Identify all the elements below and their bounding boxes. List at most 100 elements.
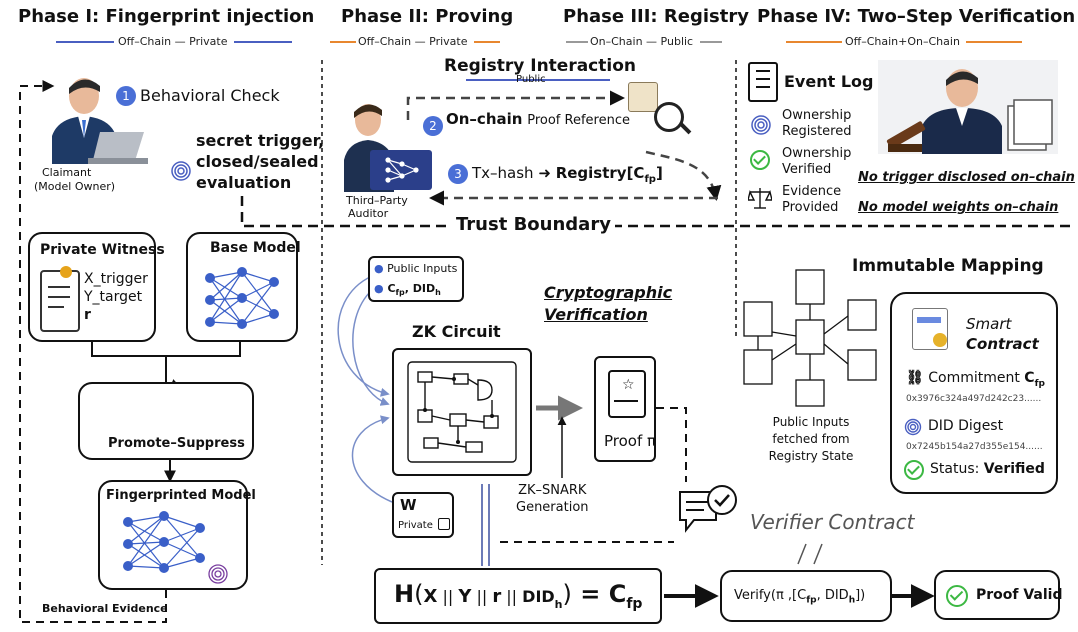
phase4-subtitle: Off–Chain+On–Chain: [845, 35, 960, 48]
registry-public-label: Public: [516, 74, 546, 85]
chain-link-icon: ⛓: [906, 370, 924, 386]
f-r: r: [492, 586, 502, 607]
document-key-icon: [40, 266, 80, 332]
commitment-label: Commitment: [928, 370, 1020, 386]
did-fingerprint-icon: [904, 418, 922, 436]
f-did: DID: [522, 587, 555, 606]
fingerprinted-model-box: Fingerprinted Model: [98, 480, 256, 590]
f-y: Y: [458, 586, 472, 607]
promote-suppress-box: Promote–Suppress: [78, 382, 254, 460]
event-registered-line1: Ownership: [782, 108, 852, 123]
secret-trigger-text: secret trigger, closed/sealed evaluation: [196, 130, 324, 193]
crypto-line1: Cryptographic: [544, 283, 673, 302]
proof-label: Proof π: [604, 432, 657, 450]
commitment-sym: C: [1024, 370, 1035, 386]
step3-txhash: Tx–hash: [472, 164, 534, 182]
auditor-icon: [340, 98, 434, 194]
witness-r: r: [84, 307, 91, 323]
step2-label: On–chain Proof Reference: [446, 110, 630, 128]
hash-formula: H(X || Y || r || DIDh) = Cfp: [394, 580, 642, 612]
claimant-label: Claimant: [42, 166, 92, 179]
f-c-sub: fp: [626, 595, 643, 612]
proof-valid-check-icon: [946, 585, 968, 607]
cfp-sub: fp: [395, 288, 405, 298]
step3-label: Tx–hash ➜ Registry[Cfp]: [472, 164, 663, 185]
zk-snark-line2: Generation: [516, 500, 589, 515]
event-log-title: Event Log: [784, 72, 874, 91]
phase3-title: Phase III: Registry: [563, 6, 749, 27]
immutable-mapping-title: Immutable Mapping: [852, 256, 1044, 276]
public-fetch-line2: fetched from: [772, 432, 850, 446]
witness-y-target: Y_target: [84, 289, 143, 305]
did-hash: 0x7245b154a27d355e154......: [906, 442, 1043, 452]
event-evidence: Evidence Provided: [782, 184, 841, 216]
f-pc: ): [562, 580, 572, 608]
secret-line1: secret trigger,: [196, 131, 325, 150]
magnifier-icon: [654, 102, 684, 132]
step3-badge: 3: [448, 164, 468, 184]
smart-line1: Smart: [966, 315, 1012, 333]
status-check-icon: [904, 460, 924, 480]
crypto-verification-label: Cryptographic Verification: [544, 282, 672, 326]
zk-snark-line1: ZK–SNARK: [518, 483, 587, 498]
star-icon: ☆: [622, 377, 635, 393]
status-value: Verified: [983, 461, 1045, 477]
public-inputs-label: ● Public Inputs: [374, 262, 458, 275]
promote-suppress-label: Promote–Suppress: [108, 436, 245, 451]
phase1-title: Phase I: Fingerprint injection: [18, 6, 315, 27]
registry-interaction-title: Registry Interaction: [444, 56, 636, 76]
note-no-weights: No model weights on–chain: [858, 200, 1059, 215]
step2-badge: 2: [423, 116, 443, 136]
event-fingerprint-icon: [750, 114, 772, 136]
commitment-sub: fp: [1034, 378, 1045, 389]
secret-line3: evaluation: [196, 173, 292, 192]
step3-sub: fp: [644, 174, 656, 185]
cfp-c: C: [387, 282, 396, 295]
proof-valid-label: Proof Valid: [976, 587, 1063, 603]
verify-formula: Verify(π ,[Cfp, DIDh]): [734, 588, 865, 606]
scroll-icon: [628, 82, 658, 112]
event-evidence-line1: Evidence: [782, 184, 842, 199]
verifier-contract-label: Verifier Contract: [750, 510, 915, 534]
private-witness-box: Private Witness X_trigger Y_target r: [28, 232, 165, 342]
phase3-subtitle: On–Chain — Public: [590, 35, 694, 48]
did-digest-label: DID Digest: [928, 418, 1004, 434]
event-registered: Ownership Registered: [782, 108, 852, 140]
crypto-line2: Verification: [544, 305, 648, 324]
event-registered-line2: Registered: [782, 124, 852, 139]
f-s2: ||: [471, 587, 493, 606]
step1-badge: 1: [116, 86, 136, 106]
event-verified: Ownership Verified: [782, 146, 851, 178]
cycle-arrows-icon: [136, 392, 206, 440]
public-fetch-line3: Registry State: [768, 449, 854, 463]
contract-doc-icon: [912, 308, 948, 350]
auditor-line1: Third–Party: [346, 194, 408, 207]
event-verified-line1: Ownership: [782, 146, 852, 161]
secret-line2: closed/sealed: [196, 152, 319, 171]
verify-end: ]): [855, 588, 866, 603]
private-witness-title: Private Witness: [40, 242, 165, 258]
smart-contract-title: Smart Contract: [966, 314, 1039, 354]
event-log-icon: [748, 62, 778, 102]
verify-sub1: fp: [806, 595, 817, 606]
public-fetch-line1: Public Inputs: [772, 415, 850, 429]
f-x: X: [423, 586, 438, 607]
public-fetch-label: Public Inputs fetched from Registry Stat…: [766, 414, 856, 465]
event-verified-line2: Verified: [782, 162, 832, 177]
claimant-sublabel: (Model Owner): [34, 180, 116, 193]
step2-onchain: On–chain: [446, 110, 523, 128]
phase1-subtitle: Off–Chain — Private: [118, 35, 228, 48]
claimant-icon: [48, 72, 148, 164]
phase2-subtitle: Off–Chain — Private: [358, 35, 468, 48]
did-sub: h: [435, 288, 441, 298]
base-model-title: Base Model: [210, 240, 301, 256]
f-h: H: [394, 580, 415, 608]
fingerprint-icon: [170, 160, 192, 182]
neural-net-icon: [205, 267, 279, 329]
smart-line2: Contract: [966, 335, 1039, 353]
f-did-sub: h: [554, 597, 563, 611]
witness-items: X_trigger Y_target r: [84, 270, 148, 324]
fingerprinted-model-title: Fingerprinted Model: [106, 488, 256, 503]
event-check-icon: [750, 150, 770, 170]
f-s1: ||: [437, 587, 459, 606]
